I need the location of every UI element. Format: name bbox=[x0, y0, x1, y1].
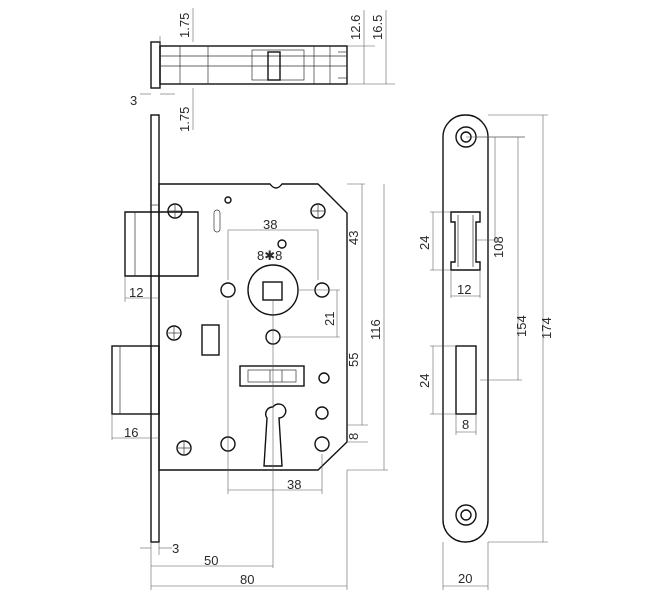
dim-55: 55 bbox=[346, 353, 361, 367]
faceplate-labels: 24 108 12 154 174 24 8 20 bbox=[417, 236, 554, 586]
top-view-labels: 1.75 12.6 16.5 3 1.75 bbox=[130, 13, 385, 132]
dim-80: 80 bbox=[240, 572, 254, 587]
dim-38-top: 38 bbox=[263, 217, 277, 232]
screw-top-right bbox=[310, 203, 326, 219]
dim-8-faceplate: 8 bbox=[462, 417, 469, 432]
dim-3-top: 3 bbox=[130, 93, 137, 108]
dead-bolt bbox=[111, 345, 160, 415]
screw-mid-left bbox=[166, 325, 182, 341]
dim-12-6: 12.6 bbox=[348, 15, 363, 40]
dim-24-bolt: 24 bbox=[417, 374, 432, 388]
dim-21: 21 bbox=[322, 312, 337, 326]
dim-20: 20 bbox=[458, 571, 472, 586]
faceplate-front-view bbox=[430, 114, 548, 590]
deadbolt-opening bbox=[455, 345, 477, 415]
top-view-latch-block bbox=[267, 51, 281, 81]
keyhole bbox=[263, 403, 287, 467]
faceplate-outline bbox=[442, 114, 489, 543]
top-view bbox=[140, 8, 395, 130]
faceplate-side bbox=[150, 114, 160, 543]
dim-8-right: 8 bbox=[346, 433, 361, 440]
top-view-body bbox=[159, 45, 348, 85]
dim-8x8: 8✱8 bbox=[257, 248, 282, 263]
faceplate-screw-bottom bbox=[455, 504, 477, 526]
dim-16-5: 16.5 bbox=[370, 15, 385, 40]
dim-12-latch: 12 bbox=[129, 285, 143, 300]
dim-12-faceplate: 12 bbox=[457, 282, 471, 297]
dim-38-bottom: 38 bbox=[287, 477, 301, 492]
bolt-lever bbox=[201, 324, 220, 356]
dim-43: 43 bbox=[346, 231, 361, 245]
dim-50: 50 bbox=[204, 553, 218, 568]
latch-bolt bbox=[124, 211, 199, 277]
screw-bottom-left bbox=[176, 440, 192, 456]
lock-body-labels: 38 8✱8 43 21 116 55 8 12 16 38 3 50 80 bbox=[124, 217, 383, 587]
dim-16-bolt: 16 bbox=[124, 425, 138, 440]
screw-top-left bbox=[167, 203, 183, 219]
dim-174: 174 bbox=[539, 317, 554, 339]
dim-24-latch: 24 bbox=[417, 236, 432, 250]
deadbolt-mechanism bbox=[239, 365, 305, 387]
latch-opening bbox=[450, 211, 481, 271]
lock-case bbox=[158, 183, 348, 471]
dim-154: 154 bbox=[514, 315, 529, 337]
dim-1-75-top: 1.75 bbox=[177, 13, 192, 38]
dim-3-bottom: 3 bbox=[172, 541, 179, 556]
dim-108: 108 bbox=[491, 236, 506, 258]
lock-body-view bbox=[111, 114, 388, 590]
follower-square bbox=[262, 281, 283, 301]
top-view-faceplate bbox=[150, 41, 161, 89]
dim-1-75-bottom: 1.75 bbox=[177, 107, 192, 132]
dim-116: 116 bbox=[368, 319, 383, 340]
